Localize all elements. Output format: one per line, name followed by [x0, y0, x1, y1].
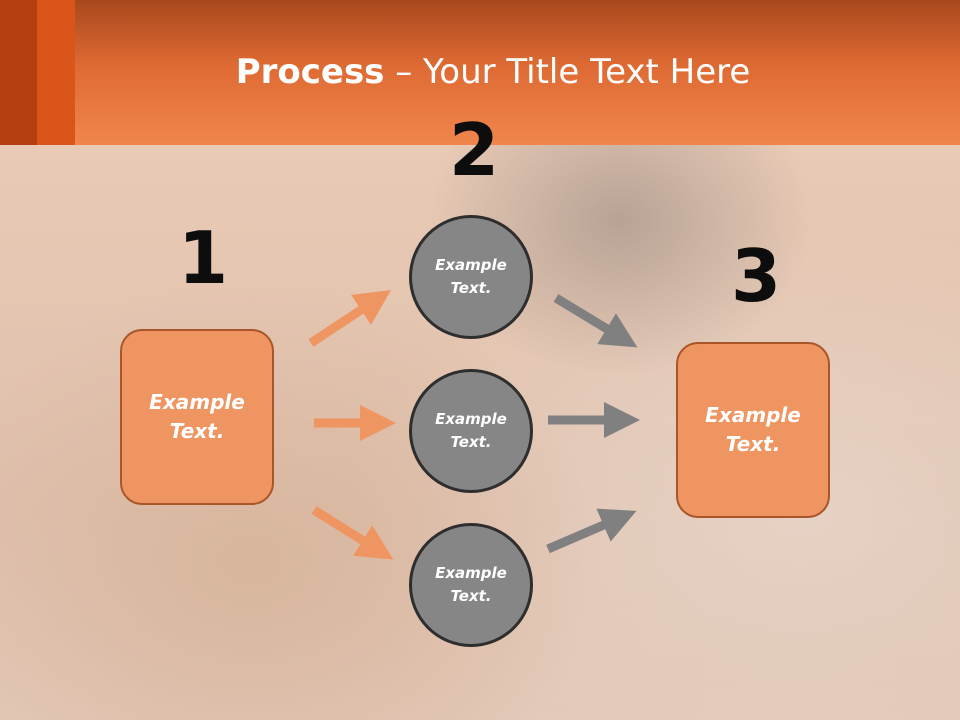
- circle-bottom-text-line2: Text.: [450, 587, 492, 605]
- circle-middle-text-line1: Example: [435, 410, 507, 428]
- step-number-3: 3: [731, 234, 782, 318]
- circle-top-text-line1: Example: [435, 256, 507, 274]
- header-accent-strip: [37, 0, 75, 145]
- title-bar: [0, 0, 960, 145]
- header-accent-strip: [0, 0, 37, 145]
- title-bold: Process: [235, 52, 385, 92]
- step-1-text-line2: Text.: [169, 419, 225, 443]
- step-1-text-line1: Example: [149, 390, 245, 414]
- circle-bottom-text-line1: Example: [435, 564, 507, 582]
- step-number-2: 2: [449, 108, 500, 192]
- step-number-1: 1: [178, 216, 229, 300]
- step-3-text-line2: Text.: [725, 432, 781, 456]
- step-3-text-line1: Example: [705, 403, 801, 427]
- circle-top-text-line2: Text.: [450, 279, 492, 297]
- page-title: Process – Your Title Text Here: [0, 52, 960, 92]
- circle-middle-text-line2: Text.: [450, 433, 492, 451]
- title-rest: – Your Title Text Here: [384, 52, 751, 92]
